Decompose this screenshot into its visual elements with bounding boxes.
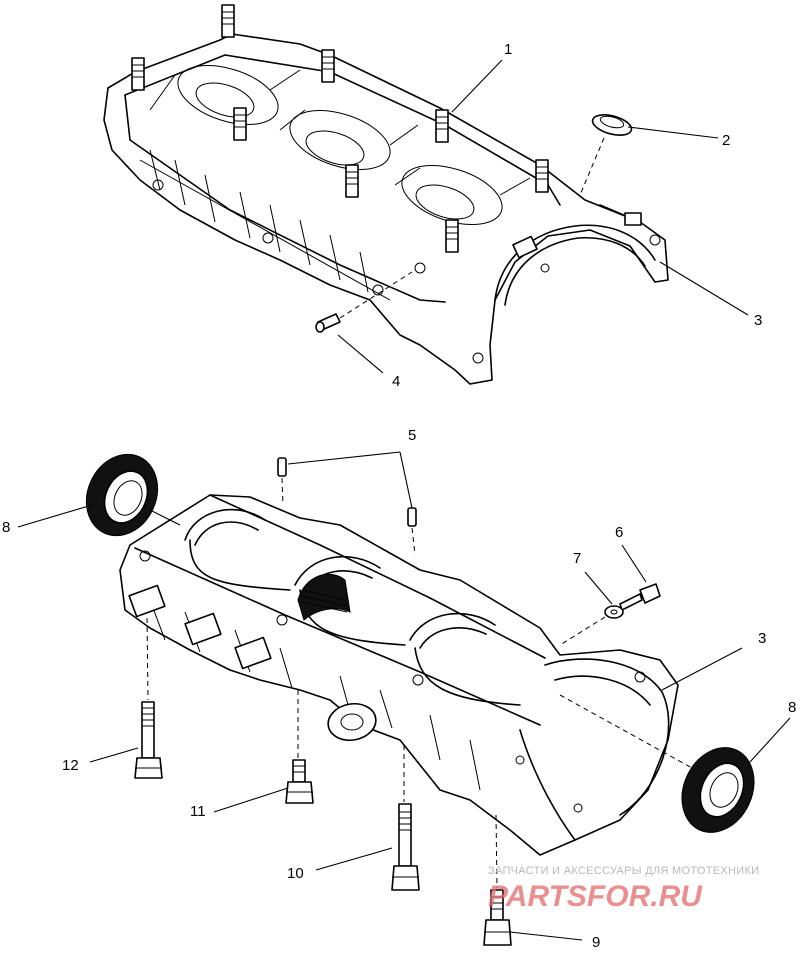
stud <box>445 219 459 253</box>
part-2-plug <box>579 114 633 196</box>
part-6-bolt <box>619 583 661 611</box>
stud <box>535 159 549 193</box>
callout-5: 5 <box>408 427 416 444</box>
callout-8-left: 8 <box>2 519 10 536</box>
part-8-seal-right <box>559 694 755 833</box>
upper-studs <box>131 4 549 253</box>
callout-6: 6 <box>615 524 623 541</box>
callout-labels: 1 2 3 4 5 6 7 3 8 8 9 10 11 12 <box>2 41 796 951</box>
callout-3-lower: 3 <box>758 630 766 647</box>
callout-9: 9 <box>592 934 600 951</box>
part-10-bolt <box>391 745 420 891</box>
part-5-dowel-pins <box>277 457 417 556</box>
stud <box>321 49 335 83</box>
watermark-logo: PARTSFOR.RU <box>488 880 703 913</box>
watermark: ЗАПЧАСТИ И АКСЕССУАРЫ ДЛЯ МОТОТЕХНИКИ PA… <box>488 865 759 913</box>
leader-lines <box>17 59 791 941</box>
callout-12: 12 <box>62 757 79 774</box>
part-9-bolt <box>483 814 512 946</box>
watermark-caption: ЗАПЧАСТИ И АКСЕССУАРЫ ДЛЯ МОТОТЕХНИКИ <box>488 865 759 877</box>
upper-crankcase <box>103 33 669 385</box>
part-12-bolt <box>134 617 163 779</box>
stud <box>221 4 235 38</box>
stud <box>233 107 247 141</box>
callout-7: 7 <box>573 550 581 567</box>
callout-1: 1 <box>504 41 512 58</box>
part-11-bolt <box>285 690 314 804</box>
stud <box>345 164 359 198</box>
callout-3-upper: 3 <box>754 312 762 329</box>
stud <box>131 57 145 91</box>
callout-8-right: 8 <box>788 699 796 716</box>
part-8-seal-left <box>85 453 181 537</box>
lower-crankcase <box>119 494 679 856</box>
callout-10: 10 <box>287 865 304 882</box>
part-4-pin <box>315 271 413 333</box>
part-7-washer <box>559 605 624 646</box>
callout-4: 4 <box>392 373 400 390</box>
callout-11: 11 <box>190 803 206 820</box>
callout-2: 2 <box>722 132 730 149</box>
stud <box>435 109 449 143</box>
